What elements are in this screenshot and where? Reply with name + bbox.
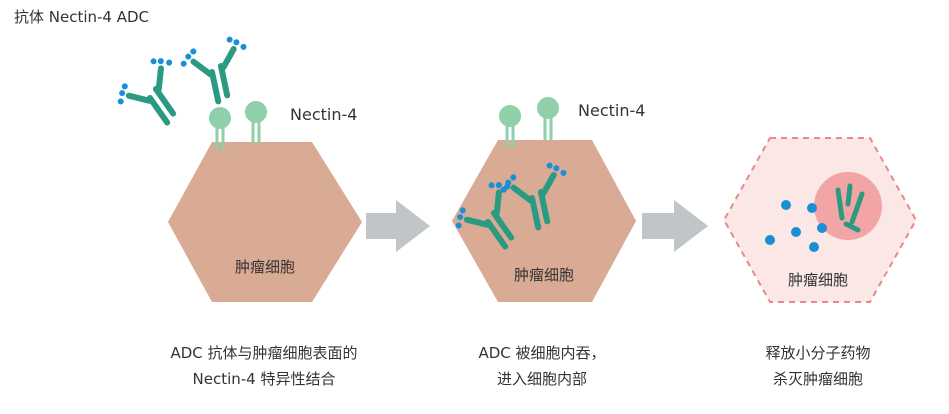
arrow-icon [642,200,708,252]
payload-molecule [817,223,827,233]
nectin4-receptor [535,95,561,142]
payload-molecule [765,235,775,245]
caption-line: ADC 抗体与肿瘤细胞表面的 [170,344,358,362]
caption-line: Nectin-4 特异性结合 [192,370,336,388]
payload-molecule [807,203,817,213]
stage-2: Nectin-4 肿瘤细胞 [446,95,645,302]
payload-molecule [809,242,819,252]
cell-label: 肿瘤细胞 [235,258,295,276]
antibody-icon [177,34,256,108]
caption-line: 释放小分子药物 [765,344,871,362]
antibody-fragment-icon [835,183,865,233]
caption-line: ADC 被细胞内吞， [478,344,606,362]
caption-stage-3: 释放小分子药物 杀灭肿瘤细胞 [668,340,949,392]
cell-label: 肿瘤细胞 [788,271,848,289]
payload-molecule [781,200,791,210]
caption-stage-2: ADC 被细胞内吞， 进入细胞内部 [392,340,692,392]
stage-3: 肿瘤细胞 [722,137,918,303]
stage-1: Nectin-4 肿瘤细胞 [108,34,362,302]
receptor-label: Nectin-4 [578,101,645,120]
receptor-label: Nectin-4 [290,105,357,124]
nectin4-receptor [243,99,269,146]
tumor-cell-1 [168,142,362,302]
caption-line: 进入细胞内部 [496,370,587,388]
caption-line: 杀灭肿瘤细胞 [772,370,863,388]
payload-molecule [791,227,801,237]
page-title: 抗体 Nectin-4 ADC [14,8,150,26]
cell-label: 肿瘤细胞 [514,266,574,284]
arrow-icon [366,200,430,252]
caption-stage-1: ADC 抗体与肿瘤细胞表面的 Nectin-4 特异性结合 [114,340,414,392]
tumor-cell-2 [452,140,636,302]
